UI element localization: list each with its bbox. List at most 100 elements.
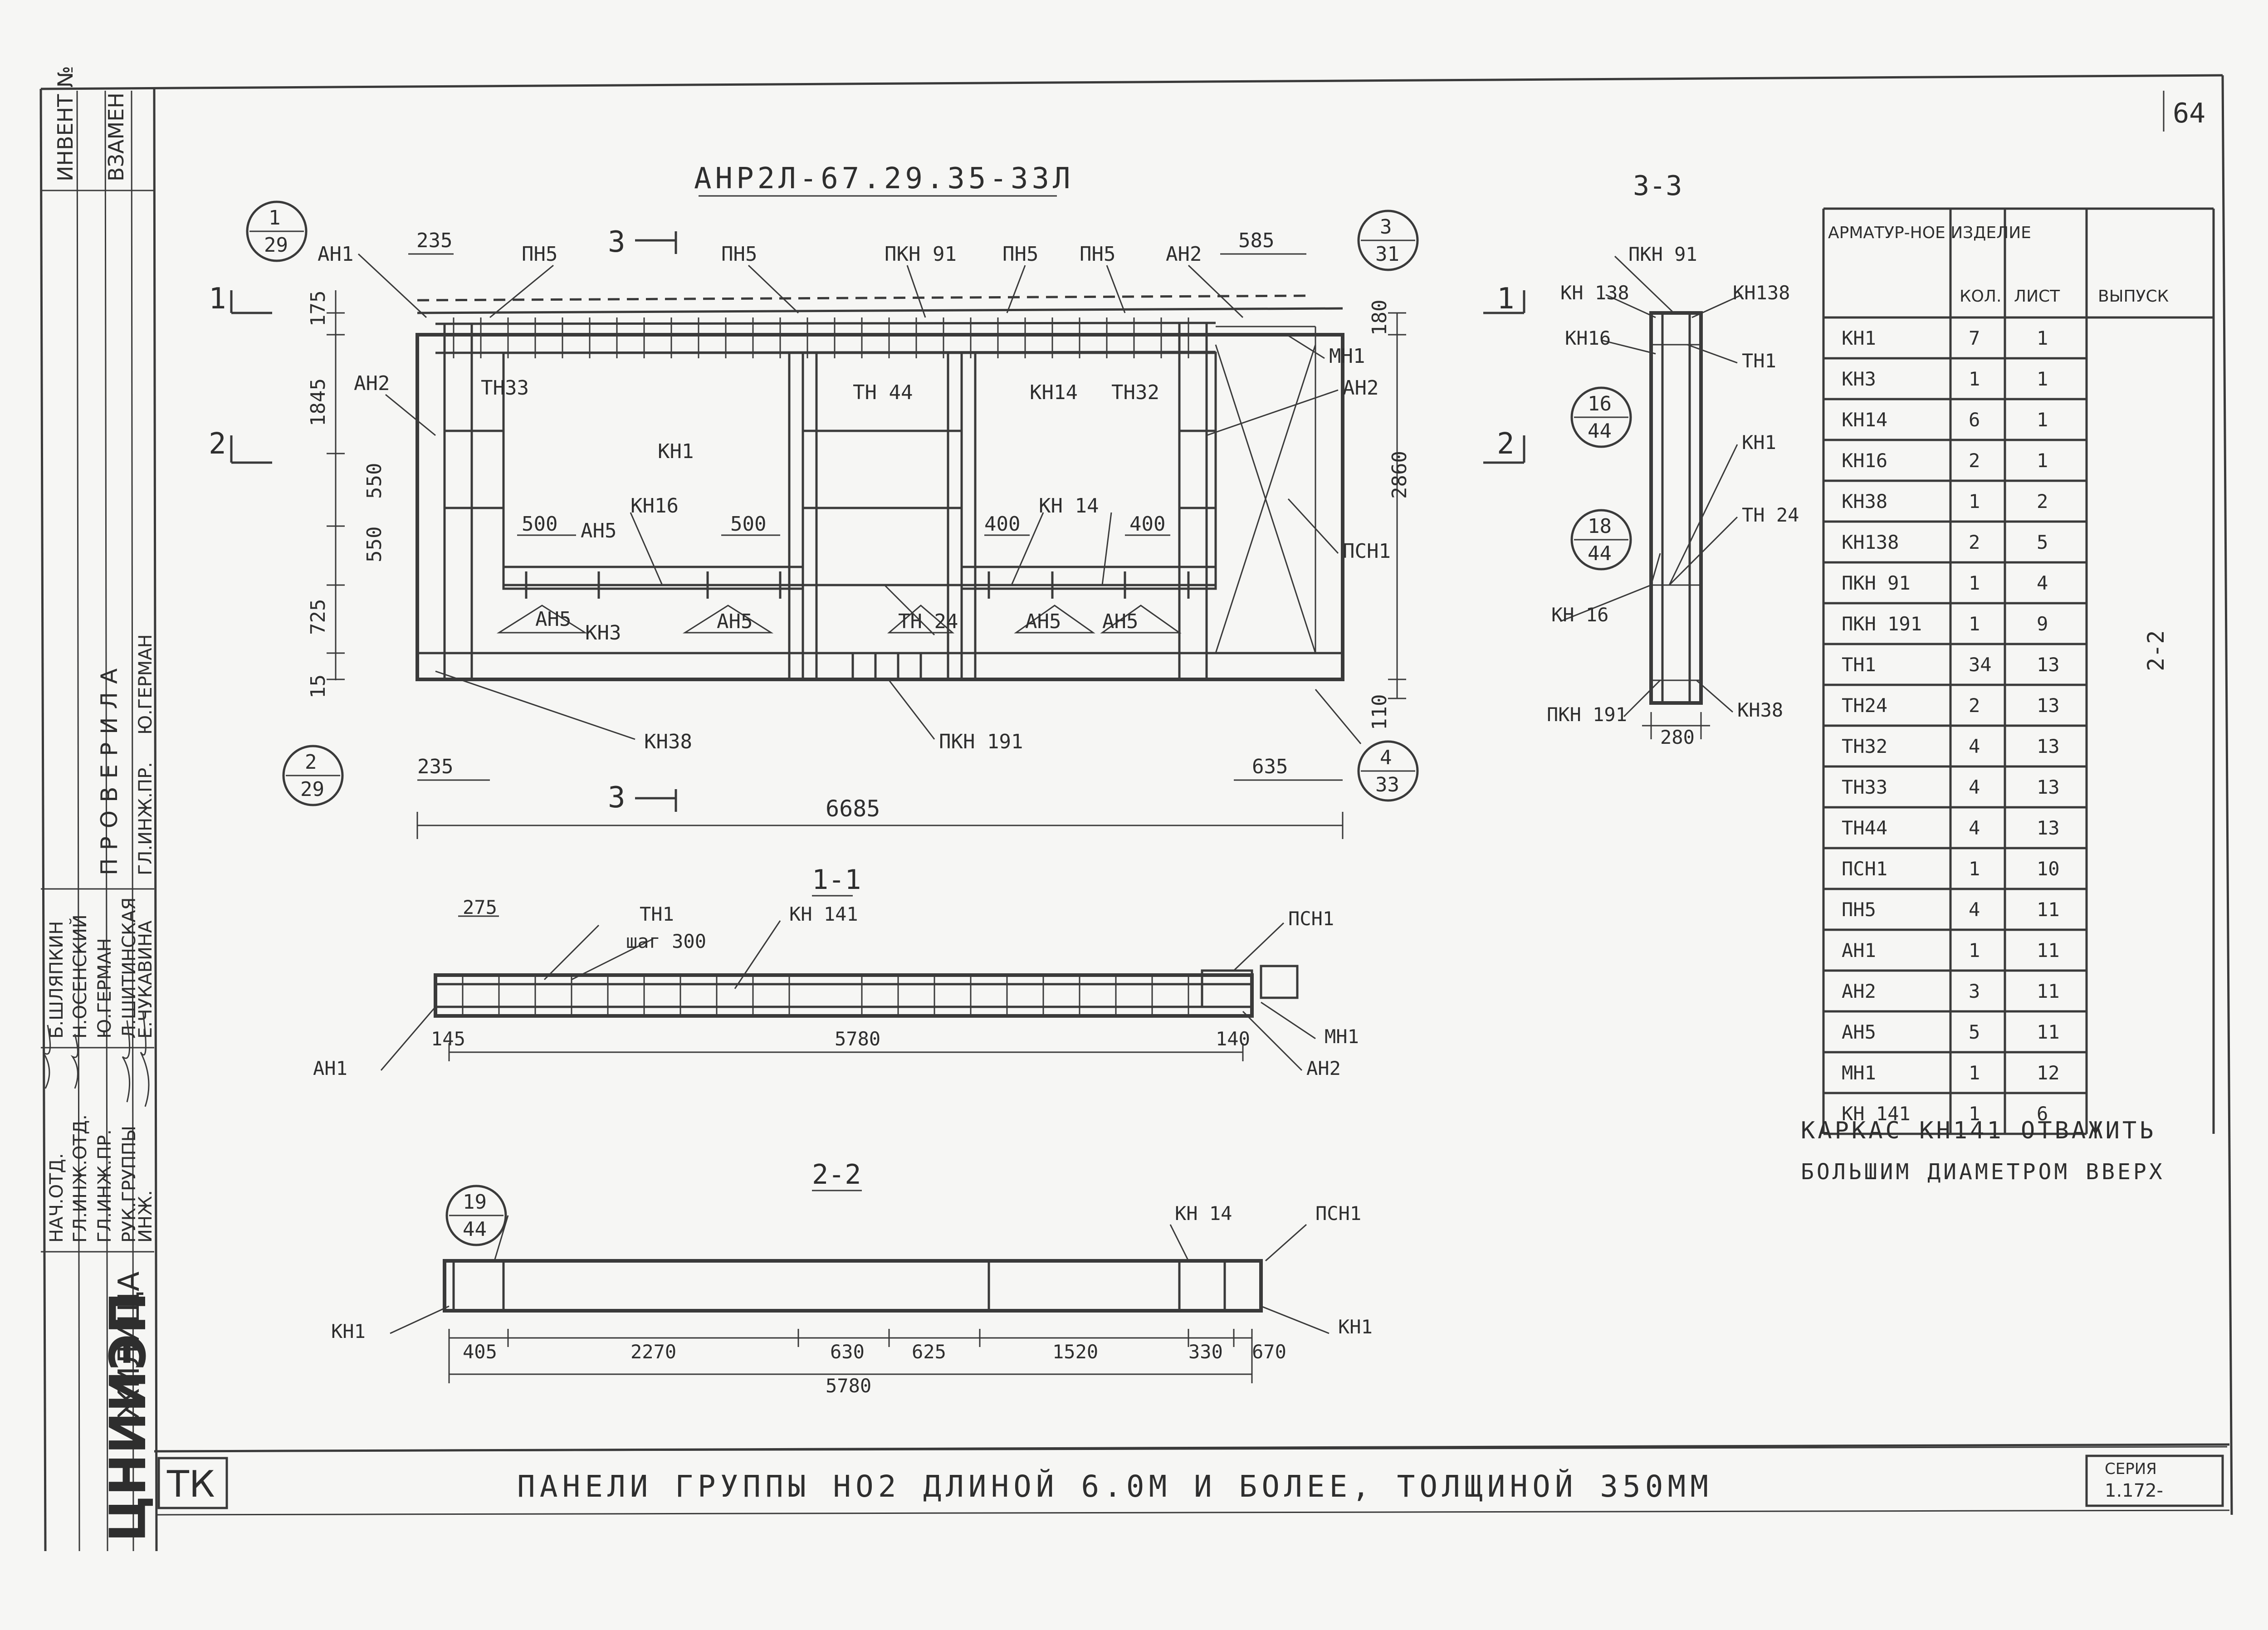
proveril-label: ПРОВЕРИЛА bbox=[96, 660, 122, 875]
callout-3-31: 3 31 bbox=[1357, 210, 1419, 271]
s11-label-an1: АН1 bbox=[313, 1057, 347, 1079]
label-an2-left: АН2 bbox=[354, 372, 390, 395]
spec-cell-qty: 2 bbox=[1969, 531, 1980, 553]
spec-cell-sheet: 1 bbox=[2037, 449, 2048, 472]
label-an5-2: АН5 bbox=[535, 608, 571, 631]
name-1: Б.ШЛЯПКИН bbox=[46, 921, 67, 1039]
svg-text:4: 4 bbox=[1380, 746, 1392, 769]
dim-175: 175 bbox=[307, 291, 330, 327]
role-4: РУК.ГРУППЫ bbox=[119, 1126, 140, 1243]
label-th44: ТН 44 bbox=[853, 381, 913, 404]
signature-1 bbox=[42, 1025, 51, 1089]
s11-label-psn1: ПСН1 bbox=[1288, 908, 1334, 930]
spec-cell-item: АН2 bbox=[1842, 980, 1876, 1002]
spec-cell-item: КН38 bbox=[1842, 490, 1887, 512]
dim-725: 725 bbox=[307, 599, 330, 635]
spec-header-vypusk: ВЫПУСК bbox=[2098, 287, 2169, 306]
signature-4 bbox=[140, 1011, 150, 1107]
label-kn14-top: КН14 bbox=[1030, 381, 1078, 404]
spec-cell-sheet: 2 bbox=[2037, 490, 2048, 512]
s22-dim-630: 630 bbox=[830, 1341, 865, 1363]
svg-text:1: 1 bbox=[269, 206, 281, 229]
s33-label-kn38: КН38 bbox=[1737, 699, 1783, 721]
spec-cell-item: КН138 bbox=[1842, 531, 1899, 553]
s11-dim-275: 275 bbox=[463, 896, 497, 918]
window-opening-2 bbox=[960, 351, 1217, 590]
s11-label-th1: ТН1 bbox=[640, 903, 674, 925]
spec-cell-qty: 1 bbox=[1969, 613, 1980, 635]
title-block-tk: ТК bbox=[166, 1463, 215, 1505]
dim-400-b: 400 bbox=[1129, 512, 1165, 536]
s33-label-kn16-a: КН16 bbox=[1565, 327, 1611, 349]
s33-label-pkn91: ПКН 91 bbox=[1628, 243, 1697, 265]
dim-6685: 6685 bbox=[826, 795, 880, 822]
elevation-dimension-lines bbox=[327, 253, 1406, 839]
role-2: ГЛ.ИНЖ.ОТД. bbox=[70, 1114, 91, 1243]
elevation-view: 175 1845 550 550 725 15 180 2860 110 235… bbox=[209, 200, 1525, 839]
dim-2860: 2860 bbox=[1388, 451, 1411, 499]
svg-text:31: 31 bbox=[1375, 243, 1399, 266]
section-3-3-title: 3-3 bbox=[1633, 170, 1682, 202]
s11-dim-140: 140 bbox=[1216, 1028, 1250, 1050]
spec-cell-qty: 6 bbox=[1969, 409, 1980, 431]
spec-cell-item: ТН24 bbox=[1842, 694, 1887, 717]
label-th33: ТН33 bbox=[481, 376, 529, 400]
s11-label-mn1: МН1 bbox=[1325, 1025, 1359, 1048]
section-mark-3-top: 3 bbox=[608, 225, 626, 259]
s22-label-kn14: КН 14 bbox=[1175, 1202, 1232, 1225]
label-an5-5: АН5 bbox=[1102, 610, 1138, 633]
signature-2 bbox=[70, 1034, 78, 1089]
svg-text:19: 19 bbox=[463, 1191, 487, 1214]
section-mark-3-bottom: 3 bbox=[608, 781, 626, 815]
top-cage bbox=[435, 317, 1216, 358]
s22-dim-2270: 2270 bbox=[631, 1341, 676, 1363]
s11-label-step: шаг 300 bbox=[626, 930, 706, 952]
dim-550-b: 550 bbox=[363, 527, 386, 562]
svg-text:44: 44 bbox=[1588, 542, 1612, 565]
spec-vypusk-value: 2-2 bbox=[2143, 630, 2169, 671]
spec-cell-qty: 1 bbox=[1969, 490, 1980, 512]
spec-cell-sheet: 11 bbox=[2037, 980, 2060, 1002]
label-pkn191: ПКН 191 bbox=[939, 730, 1023, 753]
elevation-leaders bbox=[357, 253, 1362, 744]
spec-cell-sheet: 13 bbox=[2037, 694, 2060, 717]
spec-cell-sheet: 1 bbox=[2037, 327, 2048, 349]
section-mark-2-right: 2 bbox=[1497, 427, 1515, 461]
svg-text:44: 44 bbox=[1588, 420, 1612, 443]
section-2-2-title: 2-2 bbox=[812, 1159, 861, 1191]
spec-cell-sheet: 13 bbox=[2037, 817, 2060, 839]
section-mark-2-left: 2 bbox=[209, 427, 226, 461]
label-mn1: МН1 bbox=[1329, 345, 1365, 368]
spec-cell-item: ПСН1 bbox=[1842, 858, 1887, 880]
svg-text:16: 16 bbox=[1588, 392, 1612, 415]
title-block-title: ПАНЕЛИ ГРУППЫ НО2 ДЛИНОЙ 6.0М И БОЛЕЕ, Т… bbox=[517, 1469, 1713, 1504]
s22-dim-670: 670 bbox=[1252, 1341, 1286, 1363]
spec-cell-sheet: 4 bbox=[2037, 572, 2048, 594]
spec-note-line2: БОЛЬШИМ ДИАМЕТРОМ ВВЕРХ bbox=[1801, 1159, 2165, 1185]
label-kn3: КН3 bbox=[585, 621, 621, 644]
spec-cell-sheet: 1 bbox=[2037, 368, 2048, 390]
label-pn5-d: ПН5 bbox=[1080, 243, 1115, 266]
svg-text:2: 2 bbox=[305, 751, 317, 774]
spec-cell-item: ПКН 91 bbox=[1842, 572, 1911, 594]
role-3: ГЛ.ИНЖ.ПР. bbox=[94, 1129, 115, 1243]
spec-cell-item: КН1 bbox=[1842, 327, 1876, 349]
side-stamp: ИНВЕНТ № ВЗАМЕН НАЧ.ОТД. ГЛ.ИНЖ.ОТД. ГЛ.… bbox=[41, 66, 157, 1552]
label-an2-top: АН2 bbox=[1166, 243, 1202, 266]
s22-label-kn1-left: КН1 bbox=[331, 1320, 366, 1342]
spec-cell-sheet: 13 bbox=[2037, 776, 2060, 798]
section-1-1-title: 1-1 bbox=[812, 864, 861, 896]
spec-cell-item: КН 141 bbox=[1842, 1103, 1911, 1125]
callout-16-44: 16 44 bbox=[1570, 386, 1632, 448]
label-kn1: КН1 bbox=[658, 440, 694, 463]
spec-cell-sheet: 10 bbox=[2037, 858, 2060, 880]
spec-cell-qty: 34 bbox=[1969, 654, 1992, 676]
s33-label-kn138-a: КН 138 bbox=[1560, 282, 1629, 304]
label-pn5-b: ПН5 bbox=[721, 243, 757, 266]
label-an1: АН1 bbox=[318, 243, 353, 266]
label-an5-4: АН5 bbox=[1025, 610, 1061, 633]
label-th24: ТН 24 bbox=[898, 610, 958, 633]
